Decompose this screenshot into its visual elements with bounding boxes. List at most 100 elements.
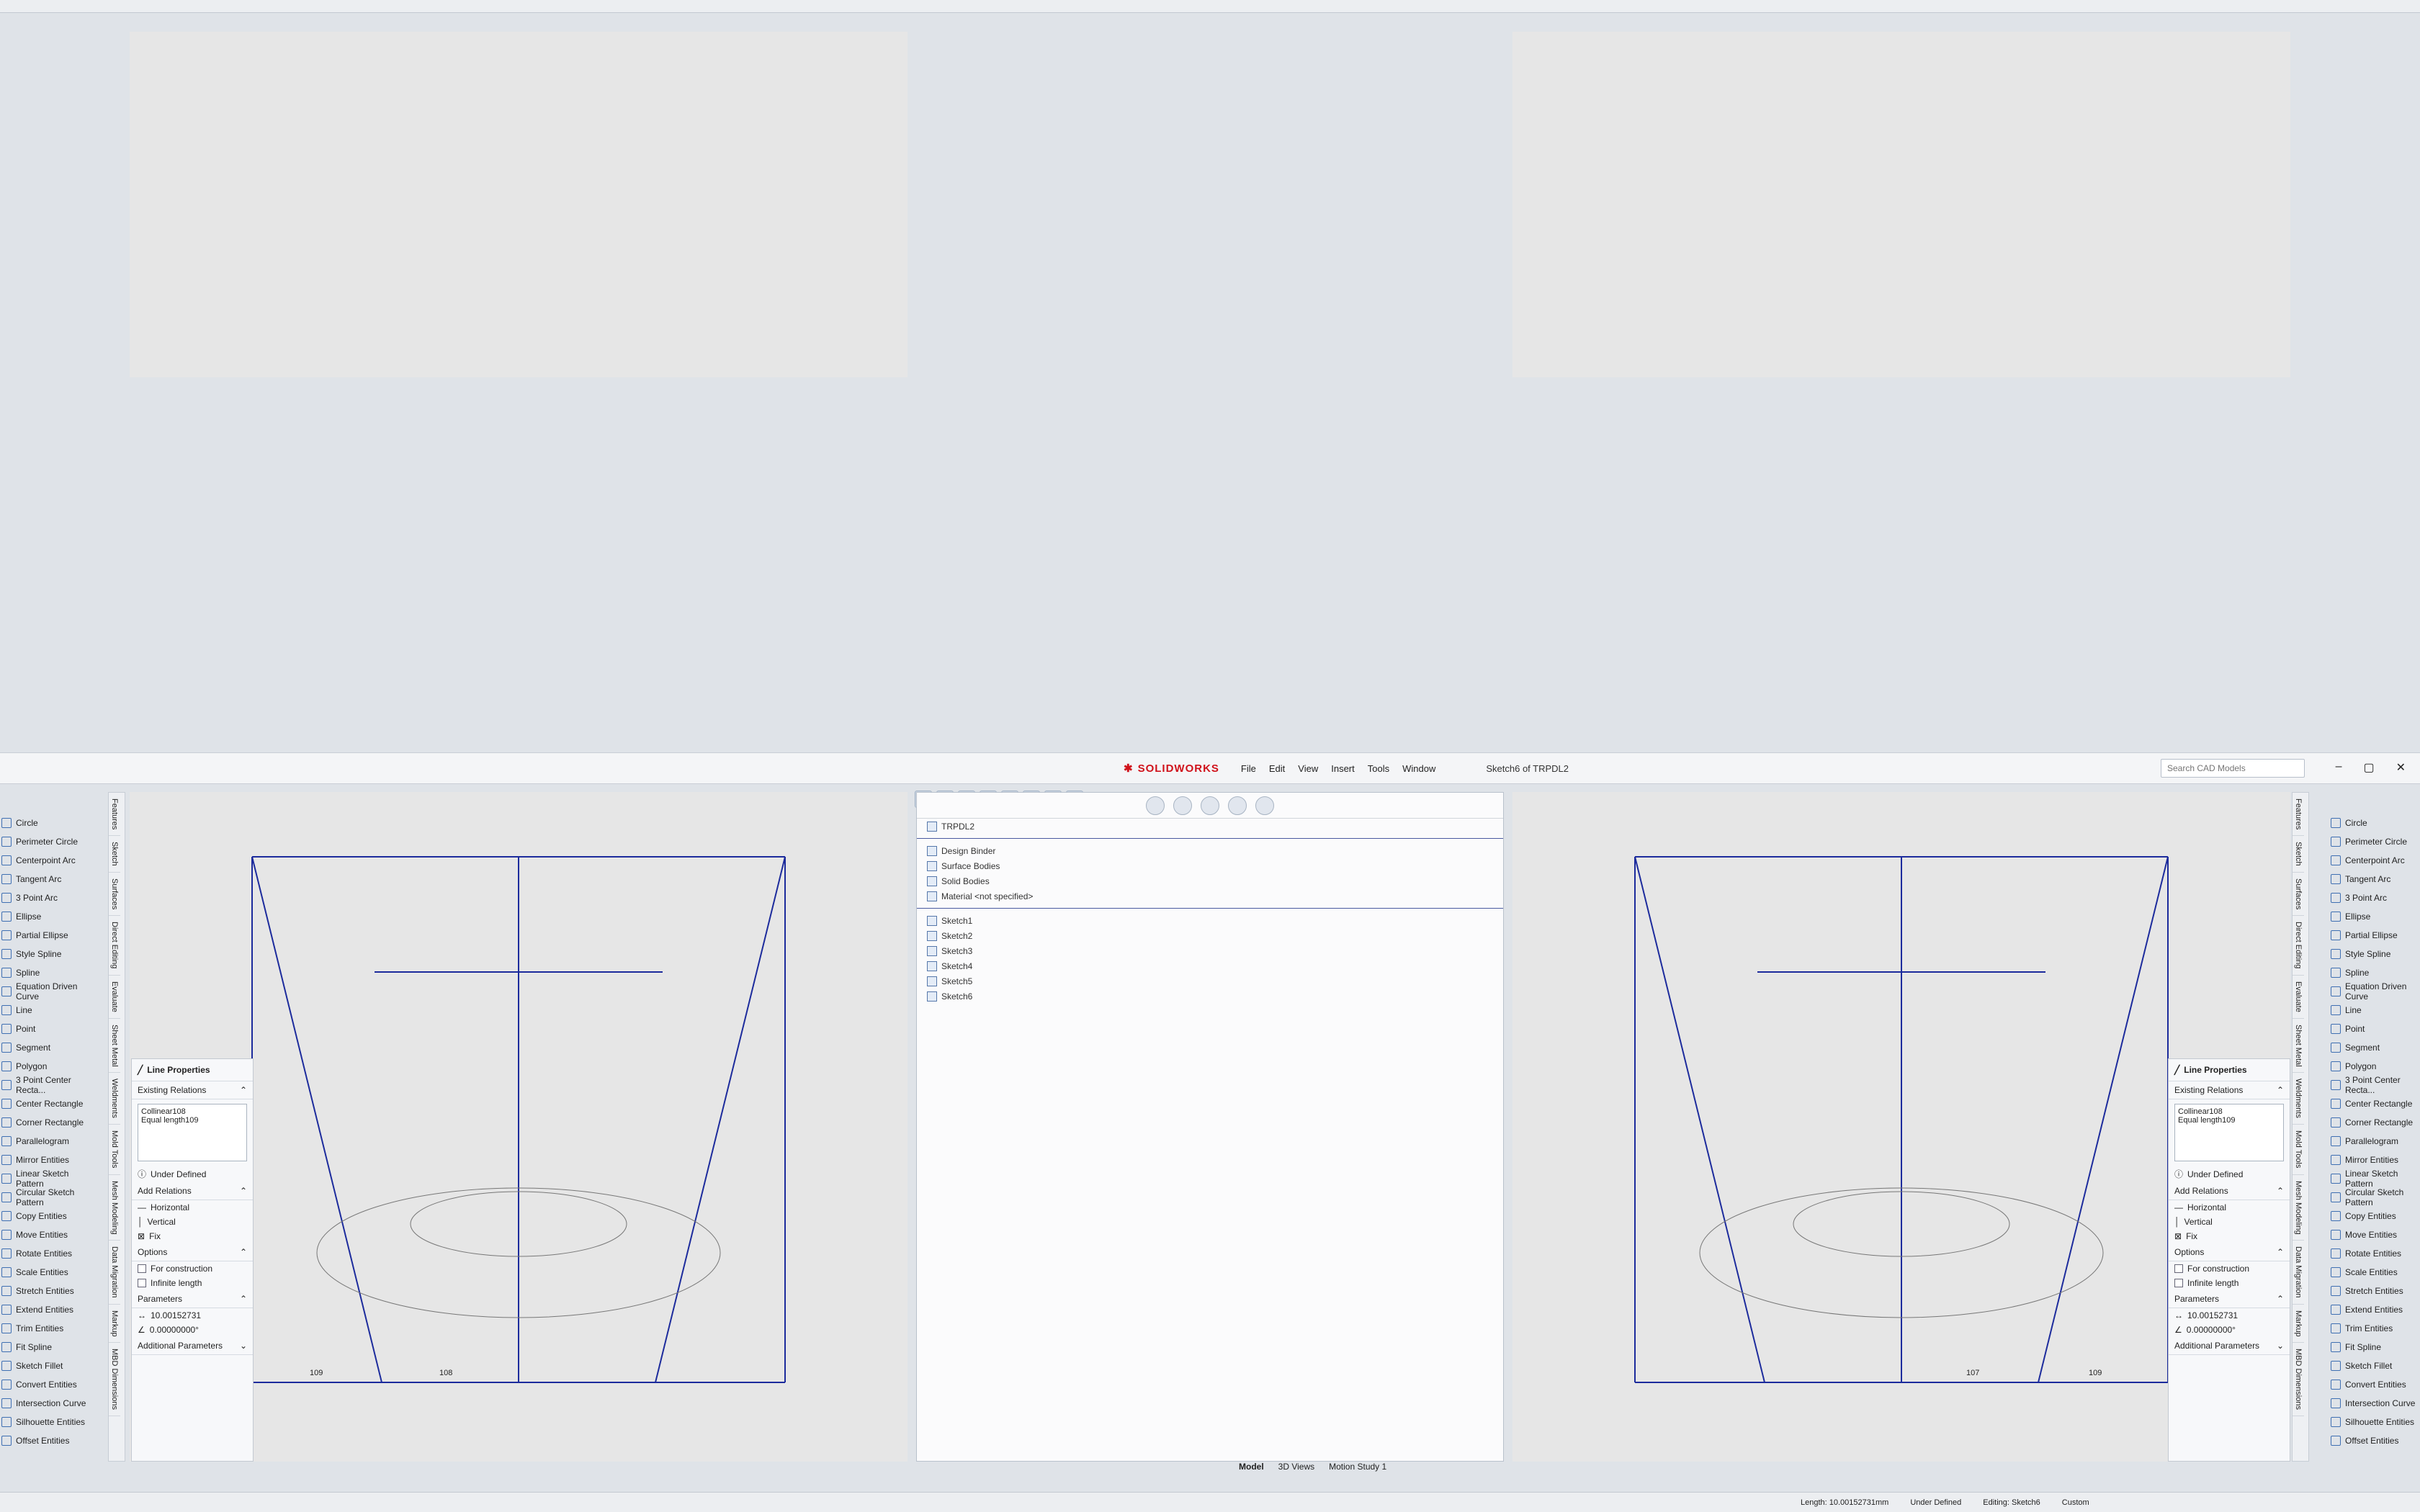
tool-sketch-fillet[interactable]: Sketch Fillet bbox=[2331, 1356, 2417, 1375]
relation-vertical[interactable]: │Vertical bbox=[138, 1217, 176, 1227]
tab-markup[interactable]: Markup bbox=[109, 1305, 120, 1344]
tool-centerpoint-arc[interactable]: Centerpoint Arc bbox=[2331, 851, 2417, 870]
dimxpert-tab-icon[interactable] bbox=[1228, 796, 1247, 815]
existing-relations-section[interactable]: Existing Relations⌃ bbox=[132, 1081, 253, 1099]
viewport-left[interactable]: 109 108 bbox=[130, 792, 908, 1462]
tool-move[interactable]: Move Entities bbox=[2331, 1225, 2417, 1244]
infinite-length-checkbox[interactable]: Infinite length bbox=[2169, 1276, 2290, 1290]
tool-linear-pattern[interactable]: Linear Sketch Pattern bbox=[1, 1169, 88, 1189]
tool-circle[interactable]: Circle bbox=[1, 814, 88, 832]
tab-features[interactable]: Features bbox=[2293, 793, 2304, 837]
sketch-line[interactable] bbox=[1634, 856, 1765, 1383]
existing-relations-section[interactable]: Existing Relations⌃ bbox=[2169, 1081, 2290, 1099]
tab-sheet-metal[interactable]: Sheet Metal bbox=[2293, 1019, 2304, 1074]
tool-parallelogram[interactable]: Parallelogram bbox=[2331, 1132, 2417, 1151]
relation-fix[interactable]: ⊠Fix bbox=[2174, 1231, 2198, 1241]
maximize-icon[interactable]: ▢ bbox=[2363, 762, 2375, 774]
tool-fit-spline[interactable]: Fit Spline bbox=[1, 1338, 88, 1356]
tool-tangent-arc[interactable]: Tangent Arc bbox=[1, 870, 88, 888]
tool-extend[interactable]: Extend Entities bbox=[1, 1300, 88, 1319]
tool-move[interactable]: Move Entities bbox=[1, 1225, 88, 1244]
tool-equation-curve[interactable]: Equation Driven Curve bbox=[2331, 981, 2417, 1002]
tool-intersection[interactable]: Intersection Curve bbox=[1, 1394, 88, 1413]
tree-sketch1[interactable]: Sketch1 bbox=[917, 913, 1503, 928]
tool-offset[interactable]: Offset Entities bbox=[1, 1431, 88, 1450]
tree-folder-design-binder[interactable]: Design Binder bbox=[917, 843, 1503, 858]
tool-ellipse[interactable]: Ellipse bbox=[1, 907, 88, 926]
tab-evaluate[interactable]: Evaluate bbox=[2293, 976, 2304, 1019]
additional-params-section[interactable]: Additional Parameters⌄ bbox=[2169, 1337, 2290, 1355]
tool-intersection[interactable]: Intersection Curve bbox=[2331, 1394, 2417, 1413]
tool-stretch[interactable]: Stretch Entities bbox=[2331, 1282, 2417, 1300]
tool-rotate[interactable]: Rotate Entities bbox=[2331, 1244, 2417, 1263]
menu-tools[interactable]: Tools bbox=[1367, 762, 1390, 774]
relations-list[interactable]: Collinear108 Equal length109 bbox=[2174, 1104, 2284, 1161]
property-tab-icon[interactable] bbox=[1173, 796, 1192, 815]
tool-center-rect[interactable]: Center Rectangle bbox=[2331, 1094, 2417, 1113]
tool-segment[interactable]: Segment bbox=[1, 1038, 88, 1057]
tab-model[interactable]: Model bbox=[1239, 1462, 1264, 1472]
tab-weldments[interactable]: Weldments bbox=[2293, 1073, 2304, 1125]
tab-mold-tools[interactable]: Mold Tools bbox=[2293, 1125, 2304, 1175]
tool-3-point-rect[interactable]: 3 Point Center Recta... bbox=[1, 1075, 88, 1095]
sketch-line[interactable] bbox=[251, 856, 382, 1383]
tool-parallelogram[interactable]: Parallelogram bbox=[1, 1132, 88, 1151]
relations-list[interactable]: Collinear108 Equal length109 bbox=[138, 1104, 247, 1161]
tool-style-spline[interactable]: Style Spline bbox=[2331, 945, 2417, 963]
tree-material[interactable]: Material <not specified> bbox=[917, 888, 1503, 904]
relation-fix[interactable]: ⊠Fix bbox=[138, 1231, 161, 1241]
tool-perimeter-circle[interactable]: Perimeter Circle bbox=[1, 832, 88, 851]
for-construction-checkbox[interactable]: For construction bbox=[2169, 1261, 2290, 1276]
config-tab-icon[interactable] bbox=[1201, 796, 1219, 815]
tool-trim[interactable]: Trim Entities bbox=[1, 1319, 88, 1338]
tool-3-point-rect[interactable]: 3 Point Center Recta... bbox=[2331, 1075, 2417, 1095]
tool-point[interactable]: Point bbox=[2331, 1020, 2417, 1038]
feature-tree-tab-icon[interactable] bbox=[1146, 796, 1165, 815]
tool-segment[interactable]: Segment bbox=[2331, 1038, 2417, 1057]
relation-item[interactable]: Collinear108 bbox=[141, 1107, 186, 1116]
display-tab-icon[interactable] bbox=[1255, 796, 1274, 815]
tab-surfaces[interactable]: Surfaces bbox=[2293, 873, 2304, 917]
relation-horizontal[interactable]: —Horizontal bbox=[2174, 1202, 2227, 1212]
tab-sketch[interactable]: Sketch bbox=[2293, 836, 2304, 873]
tool-line[interactable]: Line bbox=[2331, 1001, 2417, 1020]
tool-scale[interactable]: Scale Entities bbox=[1, 1263, 88, 1282]
menu-window[interactable]: Window bbox=[1402, 762, 1436, 774]
tab-mesh-modeling[interactable]: Mesh Modeling bbox=[2293, 1175, 2304, 1241]
tool-fit-spline[interactable]: Fit Spline bbox=[2331, 1338, 2417, 1356]
relation-item[interactable]: Equal length109 bbox=[2178, 1116, 2236, 1125]
status-units[interactable]: Custom bbox=[2061, 1498, 2089, 1507]
sketch-ellipse[interactable] bbox=[1793, 1191, 2010, 1257]
sketch-ellipse[interactable] bbox=[1699, 1187, 2104, 1318]
dimension-label[interactable]: 109 bbox=[310, 1369, 323, 1377]
tab-markup[interactable]: Markup bbox=[2293, 1305, 2304, 1344]
tab-motion-study[interactable]: Motion Study 1 bbox=[1329, 1462, 1387, 1472]
tab-data-migration[interactable]: Data Migration bbox=[2293, 1241, 2304, 1305]
tool-tangent-arc[interactable]: Tangent Arc bbox=[2331, 870, 2417, 888]
tab-mbd-dimensions[interactable]: MBD Dimensions bbox=[109, 1343, 120, 1417]
tool-extend[interactable]: Extend Entities bbox=[2331, 1300, 2417, 1319]
tree-sketch6[interactable]: Sketch6 bbox=[917, 989, 1503, 1004]
minimize-icon[interactable]: – bbox=[2335, 760, 2342, 773]
tool-sketch-fillet[interactable]: Sketch Fillet bbox=[1, 1356, 88, 1375]
tab-direct-editing[interactable]: Direct Editing bbox=[109, 916, 120, 976]
tool-polygon[interactable]: Polygon bbox=[1, 1057, 88, 1076]
tool-trim[interactable]: Trim Entities bbox=[2331, 1319, 2417, 1338]
parameters-section[interactable]: Parameters⌃ bbox=[132, 1290, 253, 1308]
relation-item[interactable]: Collinear108 bbox=[2178, 1107, 2223, 1116]
tab-sketch[interactable]: Sketch bbox=[109, 836, 120, 873]
length-field[interactable]: ↔10.00152731 bbox=[138, 1310, 202, 1320]
tab-surfaces[interactable]: Surfaces bbox=[109, 873, 120, 917]
parameters-section[interactable]: Parameters⌃ bbox=[2169, 1290, 2290, 1308]
tool-scale[interactable]: Scale Entities bbox=[2331, 1263, 2417, 1282]
tab-evaluate[interactable]: Evaluate bbox=[109, 976, 120, 1019]
tool-equation-curve[interactable]: Equation Driven Curve bbox=[1, 981, 88, 1002]
tool-style-spline[interactable]: Style Spline bbox=[1, 945, 88, 963]
relation-horizontal[interactable]: —Horizontal bbox=[138, 1202, 190, 1212]
viewport-right[interactable]: 107 109 bbox=[1512, 792, 2290, 1462]
tab-mesh-modeling[interactable]: Mesh Modeling bbox=[109, 1175, 120, 1241]
tool-corner-rect[interactable]: Corner Rectangle bbox=[1, 1113, 88, 1132]
tool-ellipse[interactable]: Ellipse bbox=[2331, 907, 2417, 926]
angle-field[interactable]: ∠0.00000000° bbox=[138, 1325, 199, 1335]
tool-3-point-arc[interactable]: 3 Point Arc bbox=[1, 888, 88, 907]
